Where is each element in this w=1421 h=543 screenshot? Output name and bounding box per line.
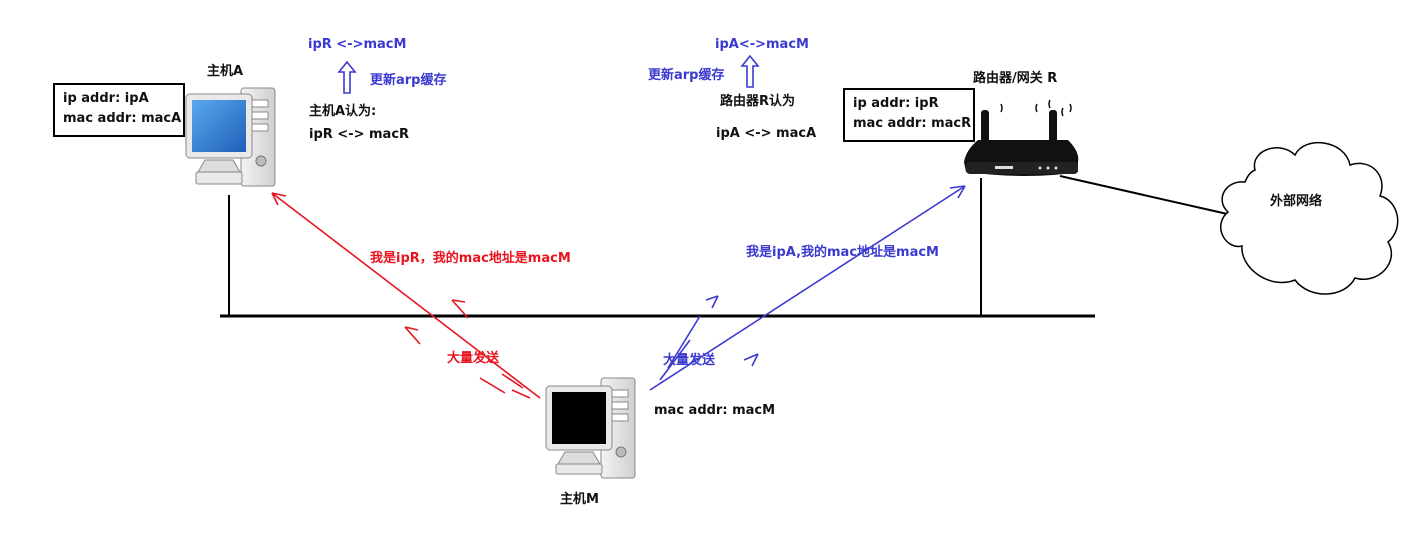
host-a-computer-icon xyxy=(185,87,276,187)
host-a-believes-mapping: ipR <-> macR xyxy=(309,127,410,142)
message-to-host-a: 我是ipR，我的mac地址是macM xyxy=(370,251,571,266)
attack-arrow-to-host-a xyxy=(271,192,541,399)
router-icon xyxy=(964,99,1079,176)
host-a-ip-addr: ip addr: ipA xyxy=(63,91,149,106)
message-to-router: 我是ipA,我的mac地址是macM xyxy=(746,245,939,260)
attack-arrow-to-router xyxy=(649,185,966,391)
host-a-update-label: 更新arp缓存 xyxy=(370,73,447,88)
router-address-box: ip addr: ipR mac addr: macR xyxy=(843,88,975,142)
host-a-mac-addr: mac addr: macA xyxy=(63,111,182,126)
router-believes-title: 路由器R认为 xyxy=(720,94,796,109)
host-m-mac-addr: mac addr: macM xyxy=(654,403,776,418)
router-external-link xyxy=(1059,175,1246,219)
router-title: 路由器/网关 R xyxy=(973,71,1058,86)
flood-label-router: 大量发送 xyxy=(663,353,716,368)
external-network-label: 外部网络 xyxy=(1270,194,1323,209)
router-ip-addr: ip addr: ipR xyxy=(853,96,939,111)
host-a-updated-mapping: ipR <->macM xyxy=(308,37,407,52)
host-a-title: 主机A xyxy=(207,64,244,79)
router-update-label: 更新arp缓存 xyxy=(648,68,725,83)
host-a-believes-title: 主机A认为: xyxy=(309,104,377,119)
router-mac-addr: mac addr: macR xyxy=(853,116,972,131)
flood-label-host-a: 大量发送 xyxy=(447,351,500,366)
host-m-computer-icon xyxy=(545,377,636,479)
host-a-address-box: ip addr: ipA mac addr: macA xyxy=(53,83,185,137)
arrow-up-icon-router xyxy=(740,54,760,88)
host-m-title: 主机M xyxy=(560,492,599,507)
router-updated-mapping: ipA<->macM xyxy=(715,37,809,52)
router-believes-mapping: ipA <-> macA xyxy=(716,126,817,141)
arrow-up-icon-host-a xyxy=(337,60,357,94)
cloud-icon xyxy=(1219,141,1399,295)
